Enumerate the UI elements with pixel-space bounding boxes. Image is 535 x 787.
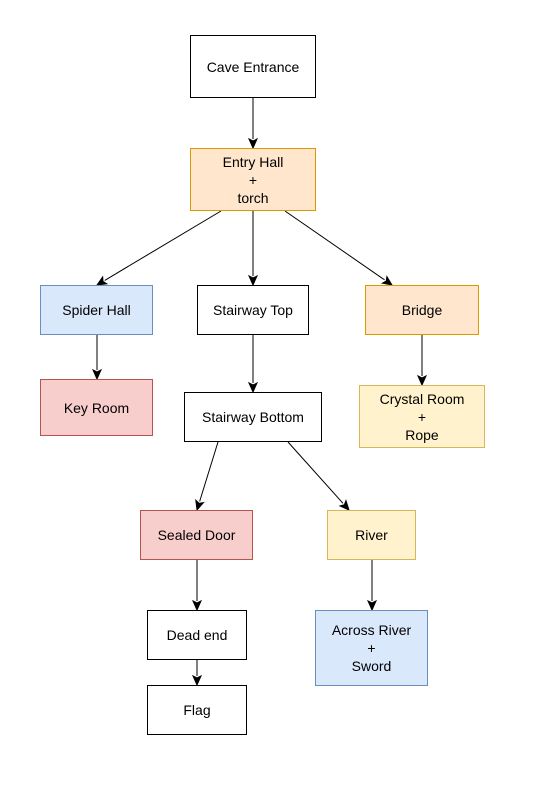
edge-stairbot-sealed xyxy=(199,441,219,502)
node-dead-end: Dead end xyxy=(147,610,247,660)
node-cave-entrance: Cave Entrance xyxy=(190,35,316,98)
node-label: + xyxy=(248,171,258,188)
node-label: Stairway Bottom xyxy=(202,409,304,425)
node-stairway-top: Stairway Top xyxy=(197,285,309,335)
node-label: Sealed Door xyxy=(157,527,236,543)
arrowhead-bridge-crystal xyxy=(416,374,428,387)
node-label: Stairway Top xyxy=(213,302,293,318)
arrowhead-stairtop-stairbot xyxy=(247,381,259,394)
node-label: Spider Hall xyxy=(62,302,131,318)
node-label: + xyxy=(367,640,376,656)
node-across-river: Across River + Sword xyxy=(315,610,428,686)
node-label: Across River xyxy=(331,622,412,638)
edge-entry-spider xyxy=(104,210,222,281)
arrowhead-sealed-deadend xyxy=(191,599,203,612)
node-river: River xyxy=(327,510,416,560)
node-bridge: Bridge xyxy=(365,285,479,335)
node-label: Entry Hall xyxy=(222,153,284,170)
node-label: Sword xyxy=(351,658,392,674)
node-label: Flag xyxy=(183,702,211,718)
node-label: Crystal Room xyxy=(379,390,465,407)
edge-entry-bridge xyxy=(284,210,385,281)
arrowhead-entry-bridge xyxy=(380,275,394,286)
arrowhead-cave-entry xyxy=(247,137,259,150)
node-label: Rope xyxy=(405,426,439,443)
node-label: Cave Entrance xyxy=(206,58,300,75)
arrowhead-entry-stairtop xyxy=(247,274,259,287)
arrowhead-entry-spider xyxy=(95,275,109,286)
node-spider-hall: Spider Hall xyxy=(40,285,153,335)
node-sealed-door: Sealed Door xyxy=(140,510,253,560)
node-label: River xyxy=(355,527,388,543)
arrowhead-deadend-flag xyxy=(191,674,203,687)
node-label: torch xyxy=(237,189,269,206)
arrowhead-spider-key xyxy=(91,368,103,381)
node-crystal-room: Crystal Room+Rope xyxy=(359,385,485,448)
node-label: Key Room xyxy=(63,399,130,416)
arrowhead-river-across xyxy=(366,599,378,612)
node-label: Dead end xyxy=(166,627,228,643)
arrowhead-stairbot-river xyxy=(338,499,350,511)
node-flag: Flag xyxy=(147,685,247,735)
edge-stairbot-river xyxy=(287,441,344,504)
node-key-room: Key Room xyxy=(40,379,153,436)
node-stairway-bottom: Stairway Bottom xyxy=(184,392,322,442)
node-label: + xyxy=(417,408,427,425)
node-entry-hall: Entry Hall+torch xyxy=(190,148,316,211)
node-label: Bridge xyxy=(401,302,443,318)
arrowhead-stairbot-sealed xyxy=(195,498,205,512)
